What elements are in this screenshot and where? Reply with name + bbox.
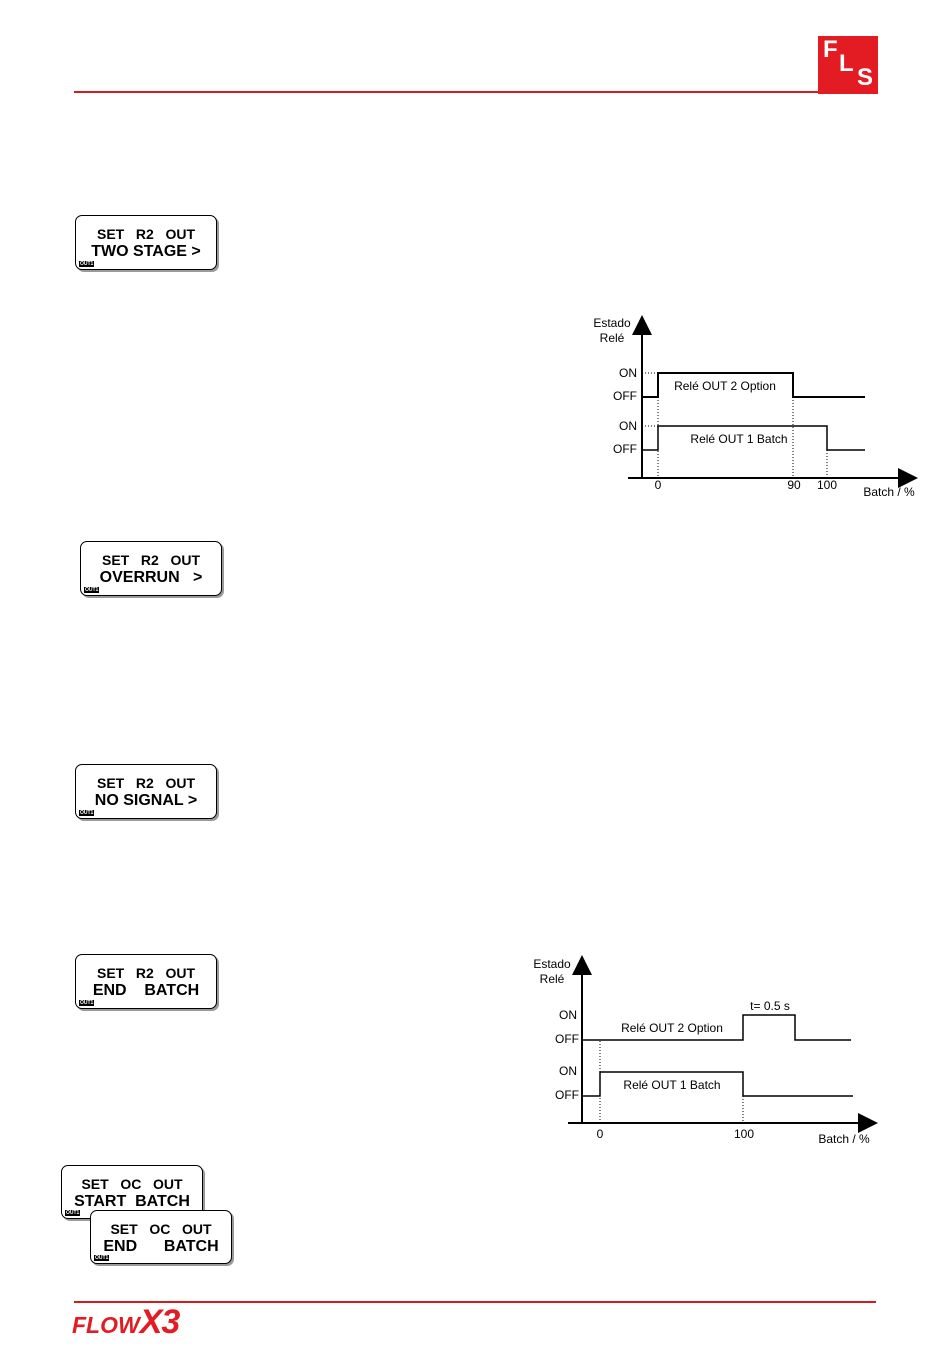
state-label-on: ON — [559, 1008, 577, 1022]
lcd-display-no-signal: SET R2 OUT NO SIGNAL > OUT1 — [75, 764, 217, 819]
footer-rule — [74, 1301, 876, 1303]
series-label-out1: Relé OUT 1 Batch — [690, 432, 787, 446]
lcd-display-end-batch: SET R2 OUT END BATCH OUT1 — [75, 954, 217, 1009]
logo-letter: L — [839, 50, 854, 77]
series-label-out1: Relé OUT 1 Batch — [623, 1078, 720, 1092]
x-axis-label: Batch / % — [818, 1132, 870, 1146]
lcd-line-1: SET OC OUT — [110, 1221, 212, 1237]
state-label-on: ON — [559, 1064, 577, 1078]
lcd-out-tag: OUT1 — [79, 810, 95, 816]
pulse-duration-label: t= 0.5 s — [750, 999, 790, 1013]
y-axis-label: Estado — [593, 316, 631, 330]
lcd-display-two-stage: SET R2 OUT TWO STAGE > OUT1 — [75, 215, 217, 270]
lcd-line-2: NO SIGNAL > — [94, 792, 198, 809]
x-tick-label: 90 — [787, 478, 801, 492]
x-tick-label: 0 — [597, 1127, 604, 1141]
state-label-off: OFF — [555, 1032, 579, 1046]
relay-timing-diagram-two-stage: Estado Relé ON OFF ON OFF Relé OUT 2 Opt… — [593, 315, 918, 499]
state-label-off: OFF — [555, 1088, 579, 1102]
state-label-off: OFF — [613, 442, 637, 456]
x-tick-label: 0 — [655, 478, 662, 492]
fls-logo: F L S — [818, 36, 878, 94]
flowx3-logo: FLOWX3 — [72, 1303, 181, 1341]
lcd-line-1: SET R2 OUT — [96, 775, 195, 791]
lcd-line-1: SET R2 OUT — [96, 965, 195, 981]
logo-letter: S — [857, 64, 874, 91]
lcd-line-1: SET R2 OUT — [96, 226, 195, 242]
logo-flow-text: FLOW — [72, 1312, 140, 1338]
relay-out1-trace — [642, 425, 865, 451]
lcd-out-tag: OUT1 — [94, 1255, 110, 1261]
x-tick-label: 100 — [734, 1127, 754, 1141]
logo-letter: F — [823, 36, 838, 63]
x-axis-label: Batch / % — [863, 485, 915, 499]
state-label-on: ON — [619, 419, 637, 433]
relay-out2-trace — [642, 372, 865, 398]
lcd-out-tag: OUT1 — [79, 1000, 95, 1006]
series-label-out2: Relé OUT 2 Option — [621, 1021, 723, 1035]
lcd-line-2: OVERRUN > — [99, 569, 203, 586]
relay-out2-trace — [582, 1014, 851, 1041]
series-label-out2: Relé OUT 2 Option — [674, 379, 776, 393]
lcd-line-2: END BATCH — [103, 1238, 219, 1255]
lcd-display-overrun: SET R2 OUT OVERRUN > OUT1 — [80, 541, 222, 596]
state-label-off: OFF — [613, 389, 637, 403]
state-label-on: ON — [619, 366, 637, 380]
lcd-line-1: SET OC OUT — [81, 1176, 183, 1192]
relay-out1-trace — [582, 1071, 853, 1097]
header-rule — [74, 91, 820, 93]
lcd-line-2: END BATCH — [92, 982, 200, 999]
y-axis-label: Estado — [533, 957, 571, 971]
lcd-line-2: TWO STAGE > — [91, 243, 201, 260]
lcd-line-1: SET R2 OUT — [101, 552, 200, 568]
relay-timing-diagram-end-batch: Estado Relé ON OFF ON OFF t= 0.5 s Relé … — [533, 955, 878, 1146]
lcd-line-2: START BATCH — [74, 1193, 190, 1210]
lcd-out-tag: OUT1 — [65, 1210, 81, 1216]
lcd-display-oc-end-batch: SET OC OUT END BATCH OUT1 — [90, 1210, 232, 1264]
lcd-out-tag: OUT1 — [84, 587, 100, 593]
x-tick-label: 100 — [817, 478, 837, 492]
logo-x3-text: X3 — [139, 1303, 181, 1341]
y-axis-label: Relé — [540, 972, 565, 986]
y-axis-label: Relé — [600, 331, 625, 345]
lcd-out-tag: OUT1 — [79, 261, 95, 267]
